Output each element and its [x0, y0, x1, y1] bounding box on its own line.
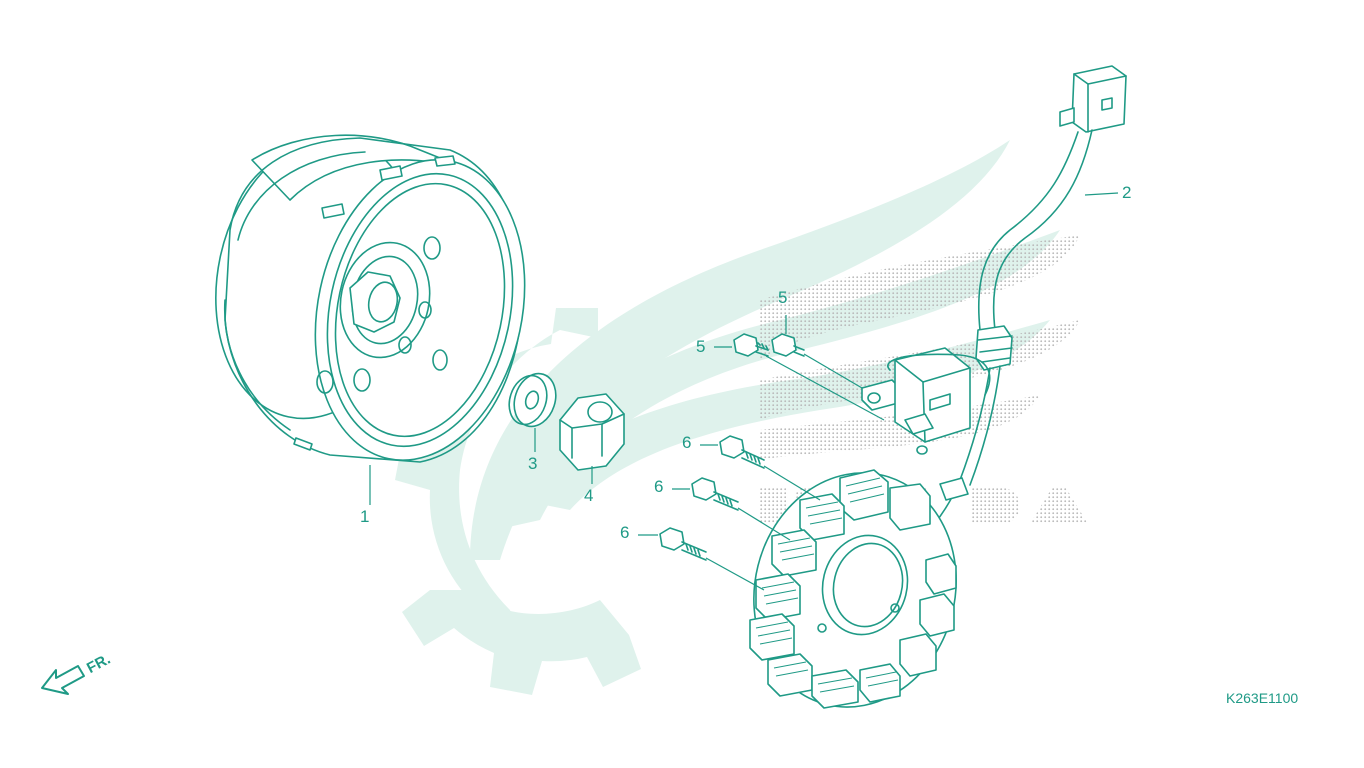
stator-coil-assembly	[749, 469, 969, 709]
flywheel-rotor	[215, 134, 526, 505]
bolt-upper-b	[771, 315, 863, 389]
callout-wire: 2	[1122, 184, 1132, 202]
flange-nut	[559, 393, 625, 484]
bolt-upper-a	[714, 333, 885, 421]
callout-nut: 4	[584, 487, 594, 505]
callout-washer: 3	[528, 455, 538, 473]
callout-bolt-lower-c: 6	[620, 524, 630, 542]
callout-bolt-lower-a: 6	[682, 434, 692, 452]
bolt-lower-a	[700, 435, 821, 501]
bolt-lower-c	[638, 527, 765, 591]
front-arrow-icon	[41, 665, 85, 695]
bolt-lower-b	[672, 477, 791, 541]
callout-bolt-lower-b: 6	[654, 478, 664, 496]
callout-flywheel: 1	[360, 508, 370, 526]
drawing-code: K263E1100	[1226, 690, 1299, 706]
callout-bolt-upper-b: 5	[778, 289, 788, 307]
callout-bolt-upper-a: 5	[696, 338, 706, 356]
pulse-generator	[861, 347, 991, 455]
washer	[508, 372, 557, 452]
